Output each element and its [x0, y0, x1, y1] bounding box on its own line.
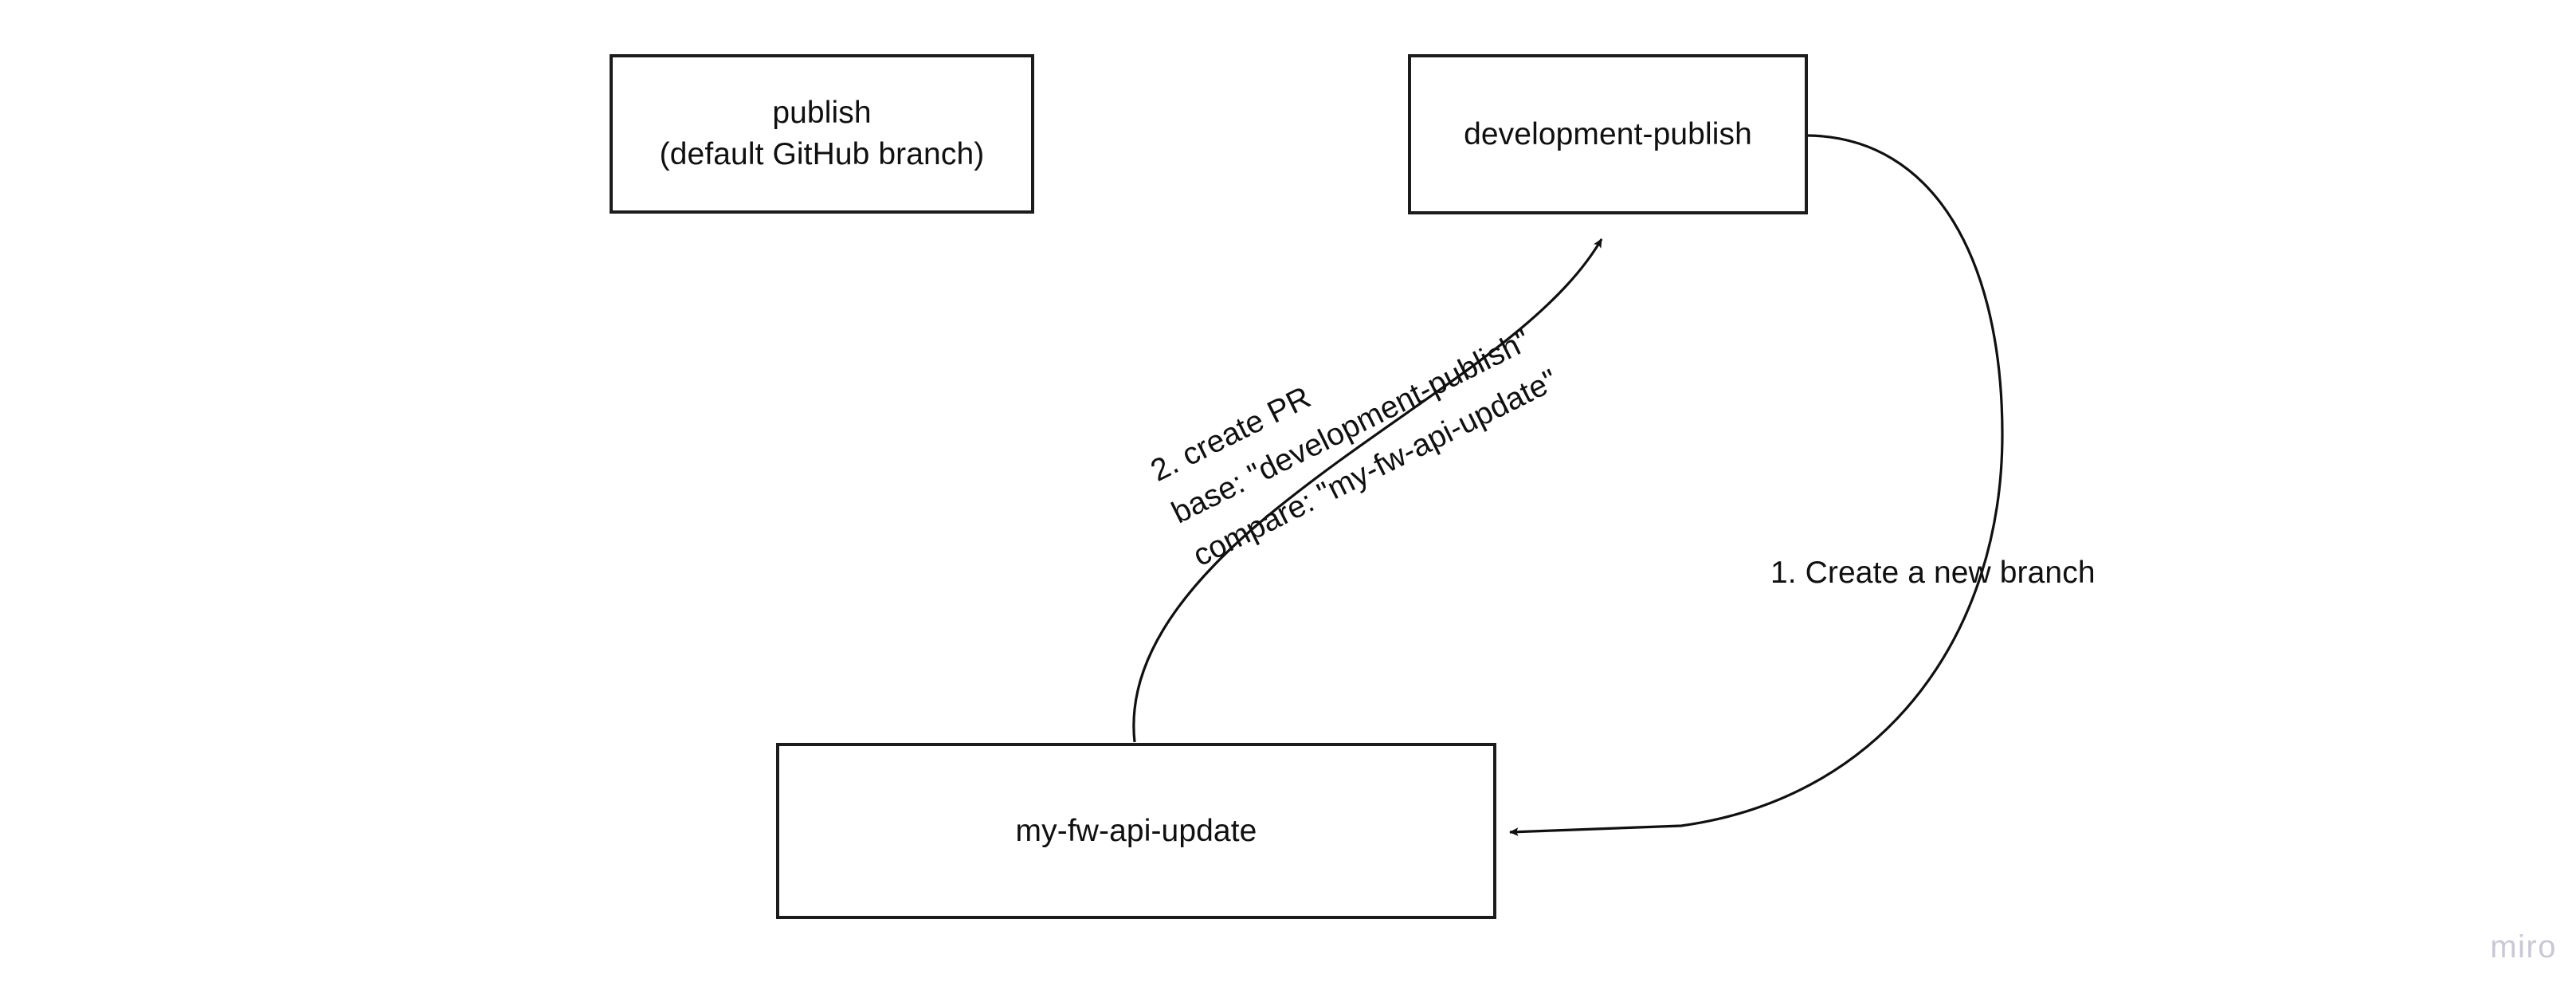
edge-label-create-pr: 2. create PR base: "development-publish"… [1145, 323, 1563, 573]
node-publish[interactable]: publish (default GitHub branch) [610, 54, 1034, 214]
node-development-publish[interactable]: development-publish [1408, 54, 1808, 214]
node-my-fw-api-update-label: my-fw-api-update [1015, 813, 1257, 848]
miro-watermark: miro [2490, 929, 2557, 964]
edge-label-create-branch: 1. Create a new branch [1770, 556, 2096, 590]
edge-create-branch-path [1509, 134, 2004, 837]
node-publish-label: publish (default GitHub branch) [659, 96, 985, 171]
node-development-publish-label: development-publish [1464, 116, 1752, 151]
node-my-fw-api-update[interactable]: my-fw-api-update [776, 743, 1496, 919]
